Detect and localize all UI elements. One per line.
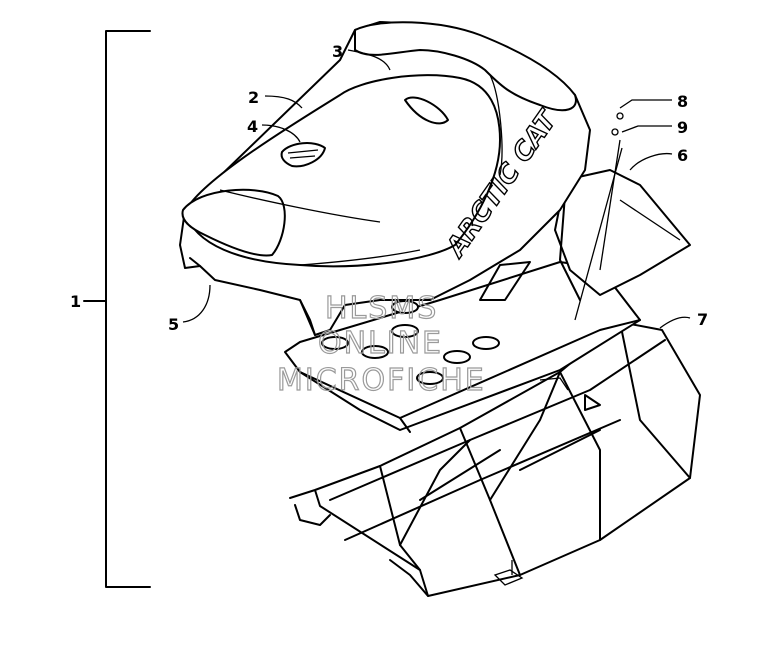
assembly-bracket: [83, 30, 151, 588]
watermark-line-1: HLSMS: [325, 291, 438, 326]
seat-support-panel: [284, 261, 641, 433]
emblem-part: [280, 142, 326, 168]
callout-6: 6: [677, 146, 688, 165]
callout-4: 4: [247, 117, 258, 136]
seat-cushion-part: [181, 74, 501, 268]
callout-7: 7: [697, 310, 708, 329]
watermark-line-2: ONLINE: [318, 326, 443, 361]
leader-lines: [182, 49, 691, 329]
watermark-line-3: MICROFICHE: [277, 363, 486, 398]
callout-9: 9: [677, 118, 688, 137]
side-panel-part: [554, 139, 691, 321]
callout-5: 5: [168, 315, 179, 334]
base-pan-part: [289, 321, 701, 597]
callout-2: 2: [248, 88, 259, 107]
callout-1: 1: [70, 292, 81, 311]
backrest-part: [354, 21, 577, 176]
watermark: HLSMS ONLINE MICROFICHE: [276, 290, 486, 398]
fastener-parts: [611, 112, 624, 136]
callout-3: 3: [332, 42, 343, 61]
callout-8: 8: [677, 92, 688, 111]
